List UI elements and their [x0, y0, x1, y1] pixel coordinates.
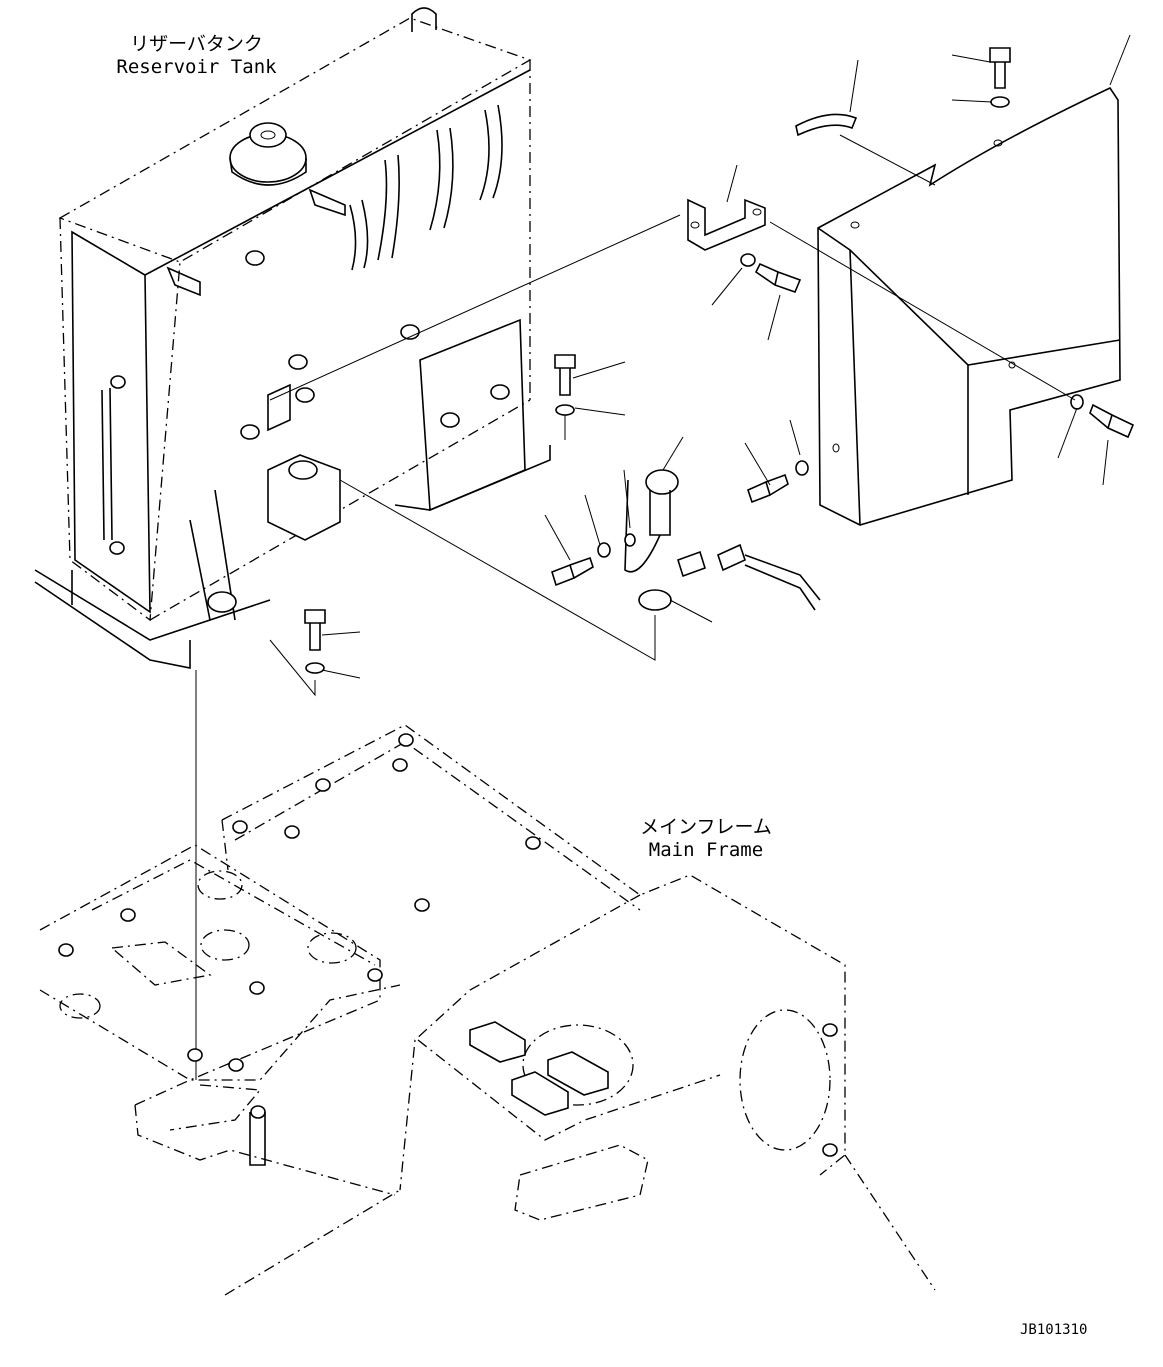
level-sensor [624, 469, 821, 611]
drawing-number: JB101310 [1020, 1322, 1088, 1338]
reservoir-tank [34, 7, 551, 669]
main-frame-label-jp: メインフレーム [640, 816, 772, 838]
reservoir-tank-label-en: Reservoir Tank [116, 56, 277, 78]
handle [795, 113, 858, 137]
main-frame-label: メインフレーム Main Frame [636, 816, 776, 862]
tank-cover [817, 86, 1121, 526]
filler-cap [229, 122, 307, 186]
reservoir-tank-label: リザーバタンク Reservoir Tank [104, 33, 289, 79]
drain-block [267, 454, 341, 541]
leader-lines [195, 34, 1131, 1080]
main-frame [39, 724, 936, 1296]
main-frame-label-en: Main Frame [648, 839, 764, 861]
mounting-bosses [240, 250, 510, 440]
cover-bracket [687, 198, 766, 251]
reservoir-tank-label-jp: リザーバタンク [130, 33, 263, 55]
hose-fittings [349, 104, 503, 271]
frame-bosses [58, 733, 838, 1157]
bolts [304, 47, 1135, 674]
